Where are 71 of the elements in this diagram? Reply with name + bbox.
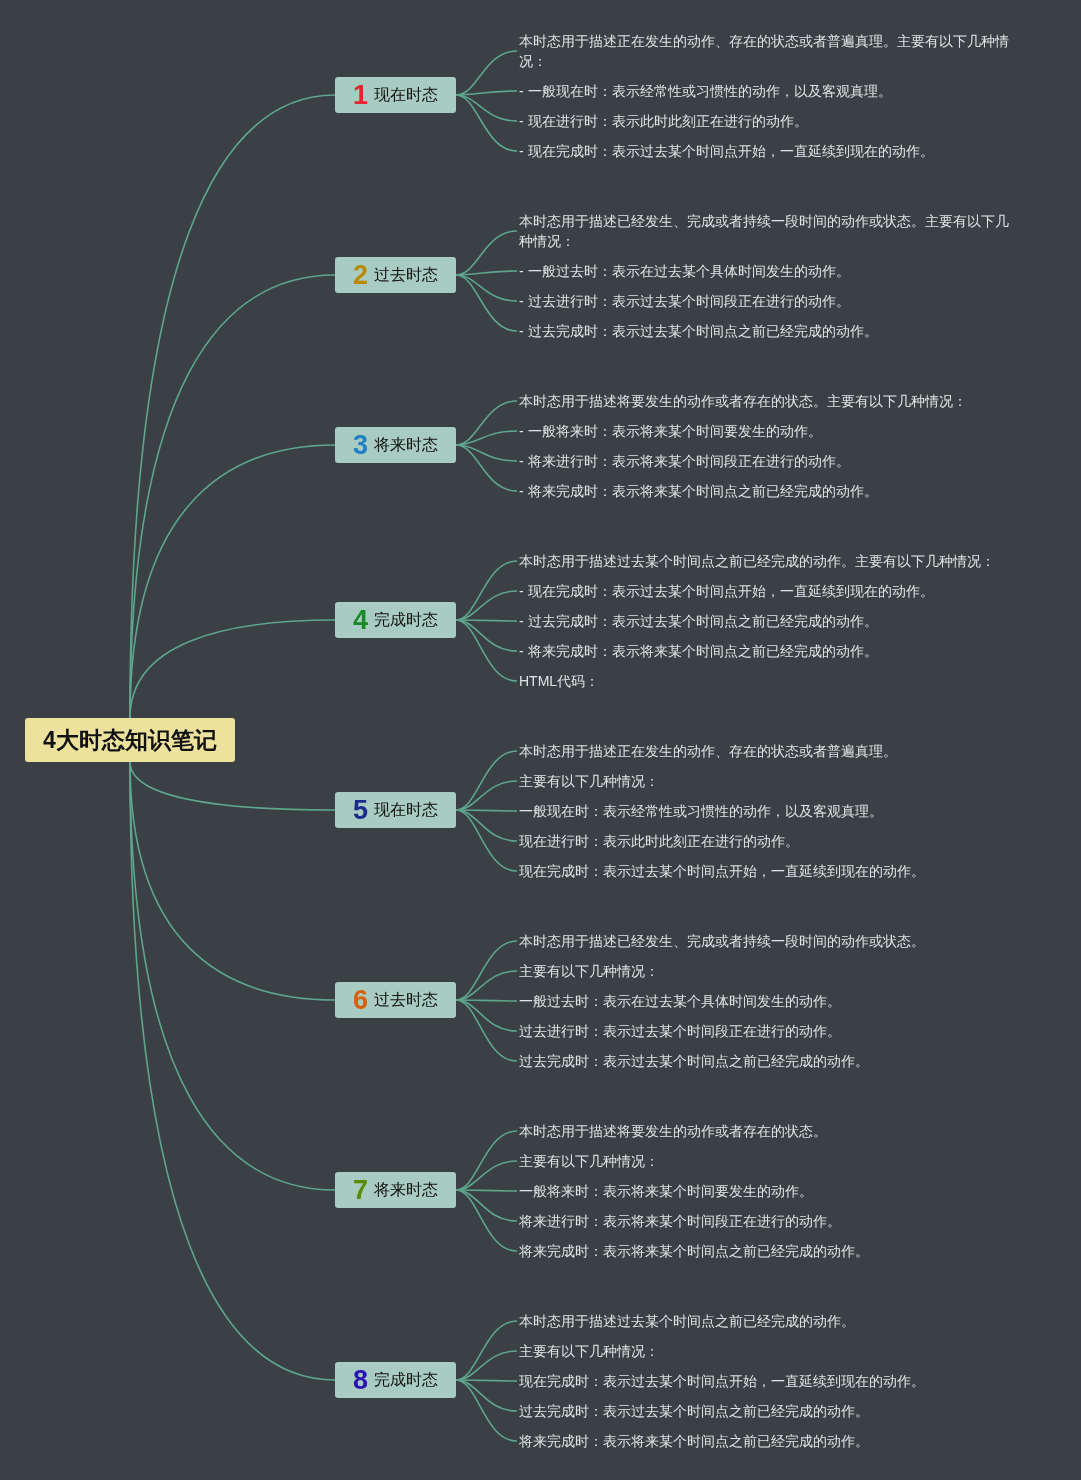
note-text: - 将来完成时：表示将来某个时间点之前已经完成的动作。	[519, 641, 878, 661]
branch-line	[455, 809, 518, 872]
note-text: 本时态用于描述过去某个时间点之前已经完成的动作。主要有以下几种情况：	[519, 551, 995, 571]
topic-box	[335, 1362, 456, 1398]
note-text: 一般过去时：表示在过去某个具体时间发生的动作。	[519, 991, 841, 1011]
number-label: 7	[353, 1175, 368, 1205]
note-text: 过去完成时：表示过去某个时间点之前已经完成的动作。	[519, 1051, 869, 1071]
note-text: - 一般将来时：表示将来某个时间要发生的动作。	[519, 421, 822, 441]
note-text: 将来完成时：表示将来某个时间点之前已经完成的动作。	[519, 1241, 869, 1261]
note-text: 主要有以下几种情况：	[519, 1151, 659, 1171]
note-text: 主要有以下几种情况：	[519, 1341, 659, 1361]
note-text: 将来进行时：表示将来某个时间段正在进行的动作。	[519, 1211, 841, 1231]
note-text: 本时态用于描述已经发生、完成或者持续一段时间的动作或状态。主要有以下几种情况：	[519, 211, 1014, 251]
note-text: - 过去进行时：表示过去某个时间段正在进行的动作。	[519, 291, 850, 311]
topic-label: 将来时态	[374, 434, 438, 455]
note-text: - 过去完成时：表示过去某个时间点之前已经完成的动作。	[519, 611, 878, 631]
note-text: 现在完成时：表示过去某个时间点开始，一直延续到现在的动作。	[519, 1371, 925, 1391]
branch-line	[455, 619, 518, 682]
note-text: 本时态用于描述将要发生的动作或者存在的状态。主要有以下几种情况：	[519, 391, 967, 411]
topic-box	[335, 602, 456, 638]
branch-line	[455, 1379, 518, 1442]
note-text: - 将来完成时：表示将来某个时间点之前已经完成的动作。	[519, 481, 878, 501]
number-label: 4	[353, 605, 368, 635]
note-text: - 现在进行时：表示此时此刻正在进行的动作。	[519, 111, 808, 131]
topic-box	[335, 792, 456, 828]
branch-line	[455, 1189, 518, 1252]
branch-line	[129, 619, 336, 719]
note-text: 一般现在时：表示经常性或习惯性的动作，以及客观真理。	[519, 801, 883, 821]
number-label: 8	[353, 1365, 368, 1395]
root-topic-title: 4大时态知识笔记	[43, 725, 217, 755]
note-text: 过去进行时：表示过去某个时间段正在进行的动作。	[519, 1021, 841, 1041]
note-text: - 过去完成时：表示过去某个时间点之前已经完成的动作。	[519, 321, 878, 341]
note-text: 本时态用于描述过去某个时间点之前已经完成的动作。	[519, 1311, 855, 1331]
note-text: - 现在完成时：表示过去某个时间点开始，一直延续到现在的动作。	[519, 581, 934, 601]
note-text: 一般将来时：表示将来某个时间要发生的动作。	[519, 1181, 813, 1201]
note-text: 本时态用于描述已经发生、完成或者持续一段时间的动作或状态。	[519, 931, 925, 951]
number-label: 6	[353, 985, 368, 1015]
note-text: 现在完成时：表示过去某个时间点开始，一直延续到现在的动作。	[519, 861, 925, 881]
number-label: 1	[353, 80, 368, 110]
note-text: 主要有以下几种情况：	[519, 961, 659, 981]
topic-box	[335, 427, 456, 463]
note-text: - 一般过去时：表示在过去某个具体时间发生的动作。	[519, 261, 850, 281]
number-label: 5	[353, 795, 368, 825]
topic-label: 将来时态	[374, 1179, 438, 1200]
note-text: 将来完成时：表示将来某个时间点之前已经完成的动作。	[519, 1431, 869, 1451]
root-topic-box	[25, 718, 235, 762]
note-text: 本时态用于描述正在发生的动作、存在的状态或者普遍真理。	[519, 741, 897, 761]
topic-label: 过去时态	[374, 264, 438, 285]
note-text: - 将来进行时：表示将来某个时间段正在进行的动作。	[519, 451, 850, 471]
branch-line	[455, 94, 518, 152]
topic-box	[335, 1172, 456, 1208]
number-label: 2	[353, 260, 368, 290]
number-label: 3	[353, 430, 368, 460]
note-text: 过去完成时：表示过去某个时间点之前已经完成的动作。	[519, 1401, 869, 1421]
note-text: - 现在完成时：表示过去某个时间点开始，一直延续到现在的动作。	[519, 141, 934, 161]
topic-box	[335, 982, 456, 1018]
topic-label: 现在时态	[374, 84, 438, 105]
note-text: 本时态用于描述将要发生的动作或者存在的状态。	[519, 1121, 827, 1141]
topic-box	[335, 257, 456, 293]
topic-label: 过去时态	[374, 989, 438, 1010]
topic-label: 现在时态	[374, 799, 438, 820]
note-text: - 一般现在时：表示经常性或习惯性的动作，以及客观真理。	[519, 81, 892, 101]
topic-box	[335, 77, 456, 113]
note-text: 现在进行时：表示此时此刻正在进行的动作。	[519, 831, 799, 851]
topic-label: 完成时态	[374, 609, 438, 630]
note-text: 主要有以下几种情况：	[519, 771, 659, 791]
note-text: 本时态用于描述正在发生的动作、存在的状态或者普遍真理。主要有以下几种情况：	[519, 31, 1014, 71]
branch-line	[455, 274, 518, 332]
note-text: HTML代码：	[519, 671, 600, 691]
topic-label: 完成时态	[374, 1369, 438, 1390]
branch-line	[455, 999, 518, 1062]
